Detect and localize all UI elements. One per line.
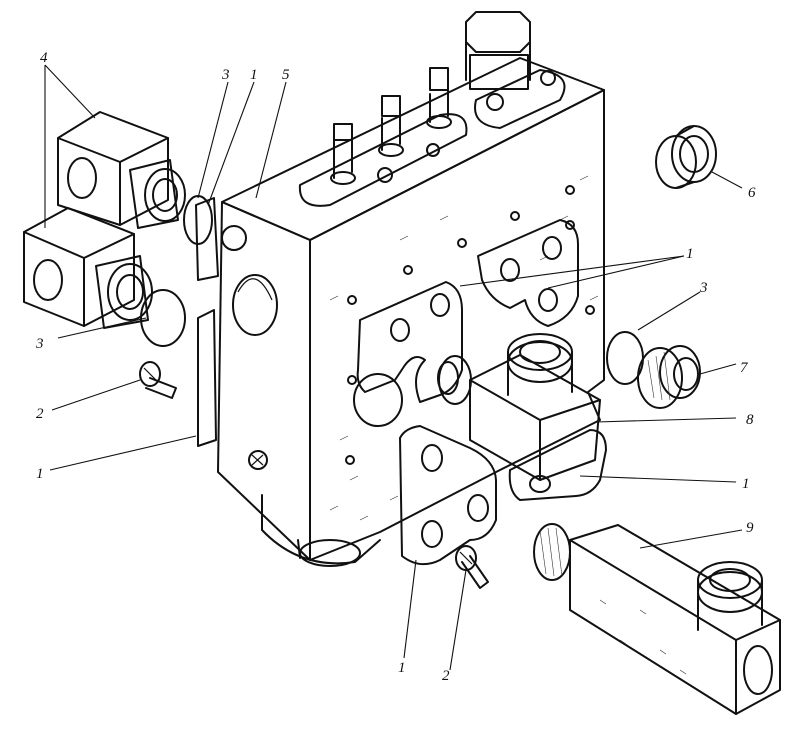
valve-body: [217, 57, 605, 567]
plug-6: [655, 125, 717, 189]
callout-2: 2: [36, 406, 44, 422]
callout-6: 6: [748, 185, 756, 201]
leader-lines: [44, 64, 743, 671]
callout-1: 1: [742, 476, 750, 492]
gasket-left-lower: [197, 309, 217, 447]
top-fittings: [298, 11, 566, 207]
callout-3: 3: [699, 280, 708, 296]
callout-5: 5: [282, 67, 290, 83]
callout-4: 4: [40, 50, 48, 66]
callout-1: 1: [250, 67, 258, 83]
gasket-left-upper: [195, 197, 219, 281]
callout-2: 2: [442, 668, 450, 684]
callout-1: 1: [36, 466, 44, 482]
callouts: 4 3 1 5 6 1 3 3 7 2 8 1 1 9 1 2: [35, 50, 756, 684]
screw-left: [139, 361, 177, 399]
callout-7: 7: [740, 360, 749, 376]
callout-3: 3: [221, 67, 230, 83]
tee-fitting: [437, 333, 601, 481]
elbow-block-upper: [57, 111, 186, 229]
gasket-right: [477, 219, 579, 327]
gasket-center: [356, 281, 463, 403]
screw-bottom: [455, 545, 489, 589]
callout-1: 1: [398, 660, 406, 676]
fitting-7: [637, 345, 701, 409]
gasket-under-tee: [508, 429, 607, 501]
callout-1: 1: [686, 246, 694, 262]
gasket-bottom: [399, 425, 497, 566]
callout-8: 8: [746, 412, 754, 428]
o-ring-left: [140, 289, 186, 347]
elbow-block-lower: [23, 207, 153, 329]
block-fitting-9: [533, 523, 781, 715]
callout-3: 3: [35, 336, 44, 352]
callout-9: 9: [746, 520, 754, 536]
